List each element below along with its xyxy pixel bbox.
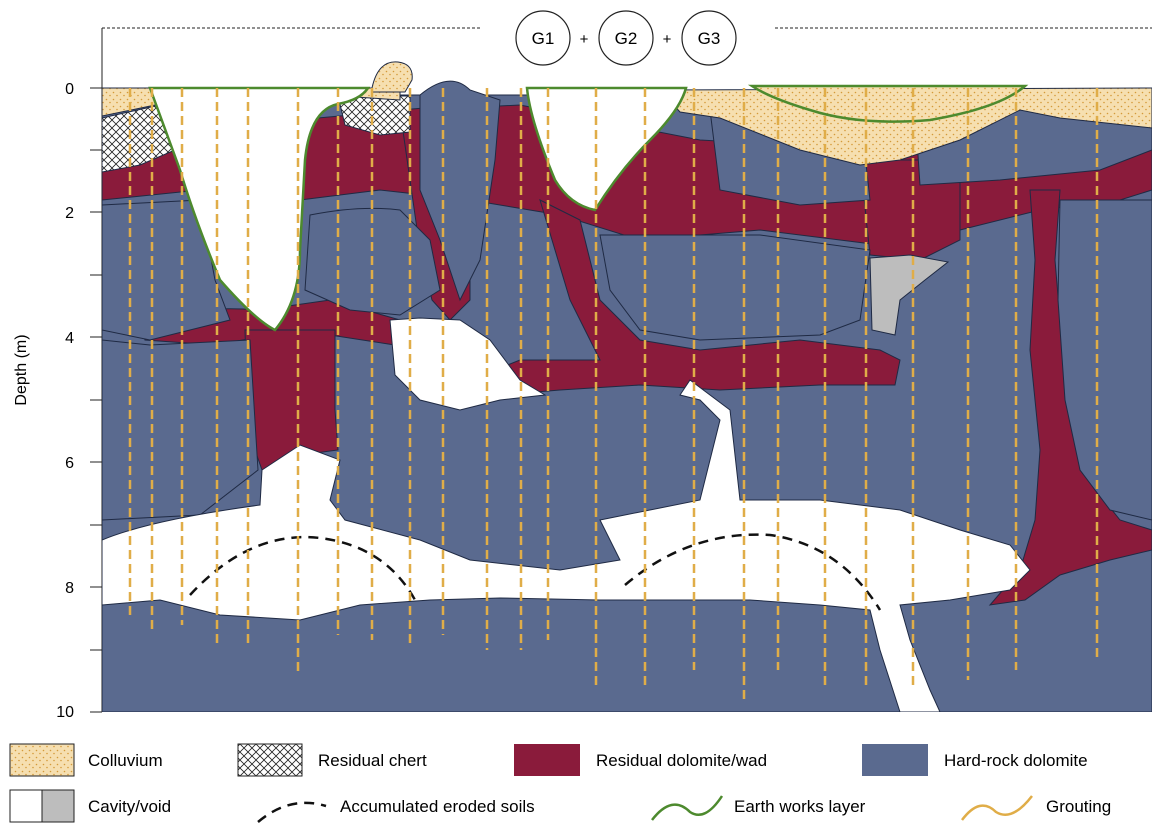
legend-swatch-earthworks bbox=[651, 795, 724, 821]
axis-title: Depth (m) bbox=[13, 334, 30, 405]
legend-swatch-void-white bbox=[9, 789, 43, 823]
legend-label-colluvium: Colluvium bbox=[88, 751, 163, 770]
tick-label-4: 4 bbox=[65, 330, 74, 347]
legend-swatch-hard-rock bbox=[862, 744, 928, 776]
legend-label-grouting: Grouting bbox=[1046, 797, 1111, 816]
legend-swatch-chert bbox=[237, 743, 303, 777]
legend-swatch-residual-dolomite bbox=[514, 744, 580, 776]
eroded-mound-2 bbox=[624, 533, 882, 611]
group-plus-1: + bbox=[580, 31, 589, 48]
group-circle-g2 bbox=[598, 10, 654, 66]
tick-label-6: 6 bbox=[65, 455, 74, 472]
legend-label-eroded: Accumulated eroded soils bbox=[340, 797, 535, 816]
cavity-void-network bbox=[102, 254, 1031, 712]
group-circle-g1 bbox=[515, 10, 571, 66]
group-plus-2: + bbox=[663, 31, 672, 48]
legend-label-void: Cavity/void bbox=[88, 797, 171, 816]
tick-label-10: 10 bbox=[56, 704, 74, 721]
legend-swatch-eroded bbox=[257, 801, 327, 823]
group-label-g1: G1 bbox=[532, 29, 555, 48]
hard-rock-blocks bbox=[102, 80, 1152, 521]
legend-swatch-void-grey bbox=[41, 789, 75, 823]
residual-chert-zones bbox=[102, 95, 411, 173]
group-header: G1 + G2 + G3 bbox=[515, 10, 737, 66]
depth-axis: Depth (m) 0 2 4 6 8 10 bbox=[13, 81, 102, 721]
grouting-columns bbox=[128, 88, 1099, 700]
legend: Colluvium Residual chert Residual dolomi… bbox=[9, 743, 1111, 823]
legend-label-hard-rock: Hard-rock dolomite bbox=[944, 751, 1088, 770]
legend-label-earthworks: Earth works layer bbox=[734, 797, 866, 816]
legend-swatch-colluvium bbox=[9, 743, 75, 777]
eroded-soils bbox=[189, 533, 882, 611]
group-label-g2: G2 bbox=[615, 29, 638, 48]
tick-label-8: 8 bbox=[65, 580, 74, 597]
group-circle-g3 bbox=[681, 10, 737, 66]
tick-label-0: 0 bbox=[65, 81, 74, 98]
legend-label-residual-dolomite: Residual dolomite/wad bbox=[596, 751, 767, 770]
tick-label-2: 2 bbox=[65, 205, 74, 222]
group-label-g3: G3 bbox=[698, 29, 721, 48]
legend-label-chert: Residual chert bbox=[318, 751, 427, 770]
legend-swatch-grouting bbox=[961, 795, 1033, 821]
earthworks-pocket-3 bbox=[747, 84, 1029, 123]
eroded-mound-1 bbox=[189, 535, 417, 601]
